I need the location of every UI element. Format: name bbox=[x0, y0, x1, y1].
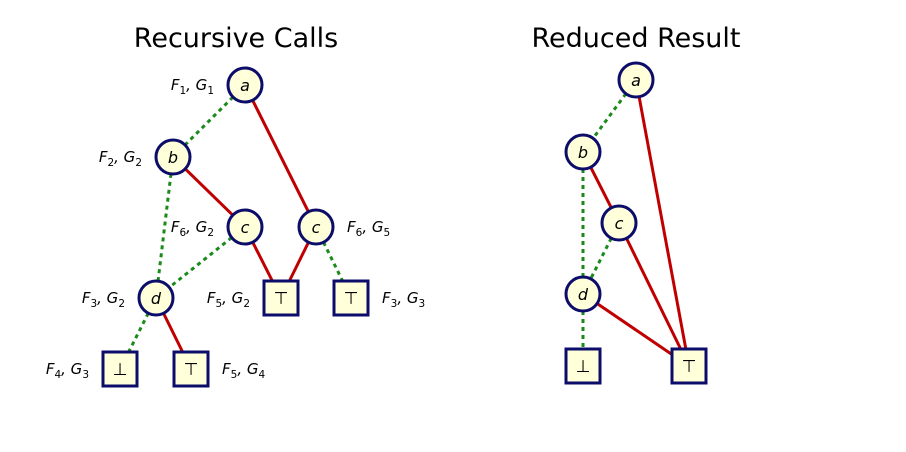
node-f: ⊥ bbox=[564, 347, 602, 385]
edge-high-d-t bbox=[596, 302, 673, 356]
node-label: ⊤ bbox=[682, 357, 697, 377]
node-circle bbox=[297, 208, 335, 246]
node-t3: ⊤ F5, G4 bbox=[172, 350, 266, 388]
edge-low-a-b bbox=[183, 95, 235, 147]
edge-high-d-t3 bbox=[162, 312, 184, 353]
node-label: ⊤ bbox=[274, 289, 289, 309]
recursive-calls-graph: a F1, G1 b F2, G2 c F6, G2 c F6, G5 d F3, G2 ⊤ F5, … bbox=[46, 66, 425, 388]
node-label: ⊤ bbox=[344, 289, 359, 309]
node-circle bbox=[564, 275, 602, 313]
node-a: a bbox=[617, 61, 655, 99]
node-label: c bbox=[312, 218, 321, 237]
node-square bbox=[172, 350, 210, 388]
node-circle bbox=[600, 204, 638, 242]
edge-low-c2-t2 bbox=[322, 241, 344, 282]
node-label: ⊥ bbox=[113, 360, 128, 380]
call-annotation-f1: F4, G3 bbox=[46, 360, 89, 381]
node-c2: c F6, G5 bbox=[297, 208, 390, 246]
node-circle bbox=[137, 279, 175, 317]
node-square bbox=[262, 279, 300, 317]
edge-high-a-c2 bbox=[251, 99, 310, 213]
edge-high-c1-t1 bbox=[251, 241, 274, 282]
edge-low-c-d bbox=[589, 237, 613, 280]
node-circle bbox=[564, 133, 602, 171]
node-circle bbox=[226, 66, 264, 104]
node-label: a bbox=[631, 71, 641, 90]
node-label: d bbox=[578, 285, 589, 304]
node-a: a F1, G1 bbox=[171, 66, 264, 104]
node-square bbox=[332, 279, 370, 317]
call-annotation-a: F1, G1 bbox=[171, 76, 214, 97]
edge-low-a-b bbox=[591, 92, 628, 140]
edge-high-b-c1 bbox=[184, 167, 234, 217]
reduced-result-graph: a b c d ⊥ ⊤ bbox=[564, 61, 708, 385]
node-label: b bbox=[168, 148, 178, 167]
node-circle bbox=[226, 208, 264, 246]
node-circle bbox=[617, 61, 655, 99]
call-annotation-t1: F5, G2 bbox=[207, 289, 250, 310]
node-d: d bbox=[564, 275, 602, 313]
edge-low-c1-d bbox=[168, 236, 233, 289]
node-label: ⊥ bbox=[576, 357, 591, 377]
node-t1: ⊤ F5, G2 bbox=[207, 279, 300, 317]
panel-title-recursive-calls: Recursive Calls bbox=[134, 23, 338, 54]
node-c: c bbox=[600, 204, 638, 242]
node-square bbox=[564, 347, 602, 385]
node-label: c bbox=[615, 214, 624, 233]
node-label: a bbox=[240, 76, 250, 95]
node-b: b bbox=[564, 133, 602, 171]
node-square bbox=[101, 350, 139, 388]
node-label: ⊤ bbox=[184, 360, 199, 380]
edge-high-a-t bbox=[637, 96, 688, 350]
node-label: d bbox=[151, 289, 162, 308]
node-square bbox=[670, 347, 708, 385]
call-annotation-c1: F6, G2 bbox=[171, 218, 214, 239]
call-annotation-t3: F5, G4 bbox=[222, 360, 266, 381]
edge-high-c-t bbox=[625, 237, 683, 350]
node-t2: ⊤ F3, G3 bbox=[332, 279, 425, 317]
call-annotation-d: F3, G2 bbox=[82, 289, 125, 310]
call-annotation-t2: F3, G3 bbox=[382, 289, 425, 310]
edge-high-c2-t1 bbox=[288, 241, 310, 282]
panel-title-reduced-result: Reduced Result bbox=[531, 23, 740, 54]
node-label: c bbox=[241, 218, 250, 237]
edge-high-b-c bbox=[589, 166, 613, 209]
node-c1: c F6, G2 bbox=[171, 208, 264, 246]
node-t: ⊤ bbox=[670, 347, 708, 385]
edge-low-b-d bbox=[156, 173, 173, 282]
node-f1: ⊥ F4, G3 bbox=[46, 350, 139, 388]
edge-low-d-f1 bbox=[127, 312, 150, 353]
node-d: d F3, G2 bbox=[82, 279, 175, 317]
node-circle bbox=[154, 138, 192, 176]
call-annotation-c2: F6, G5 bbox=[347, 218, 390, 239]
node-b: b F2, G2 bbox=[99, 138, 192, 176]
call-annotation-b: F2, G2 bbox=[99, 148, 142, 169]
node-label: b bbox=[578, 143, 588, 162]
